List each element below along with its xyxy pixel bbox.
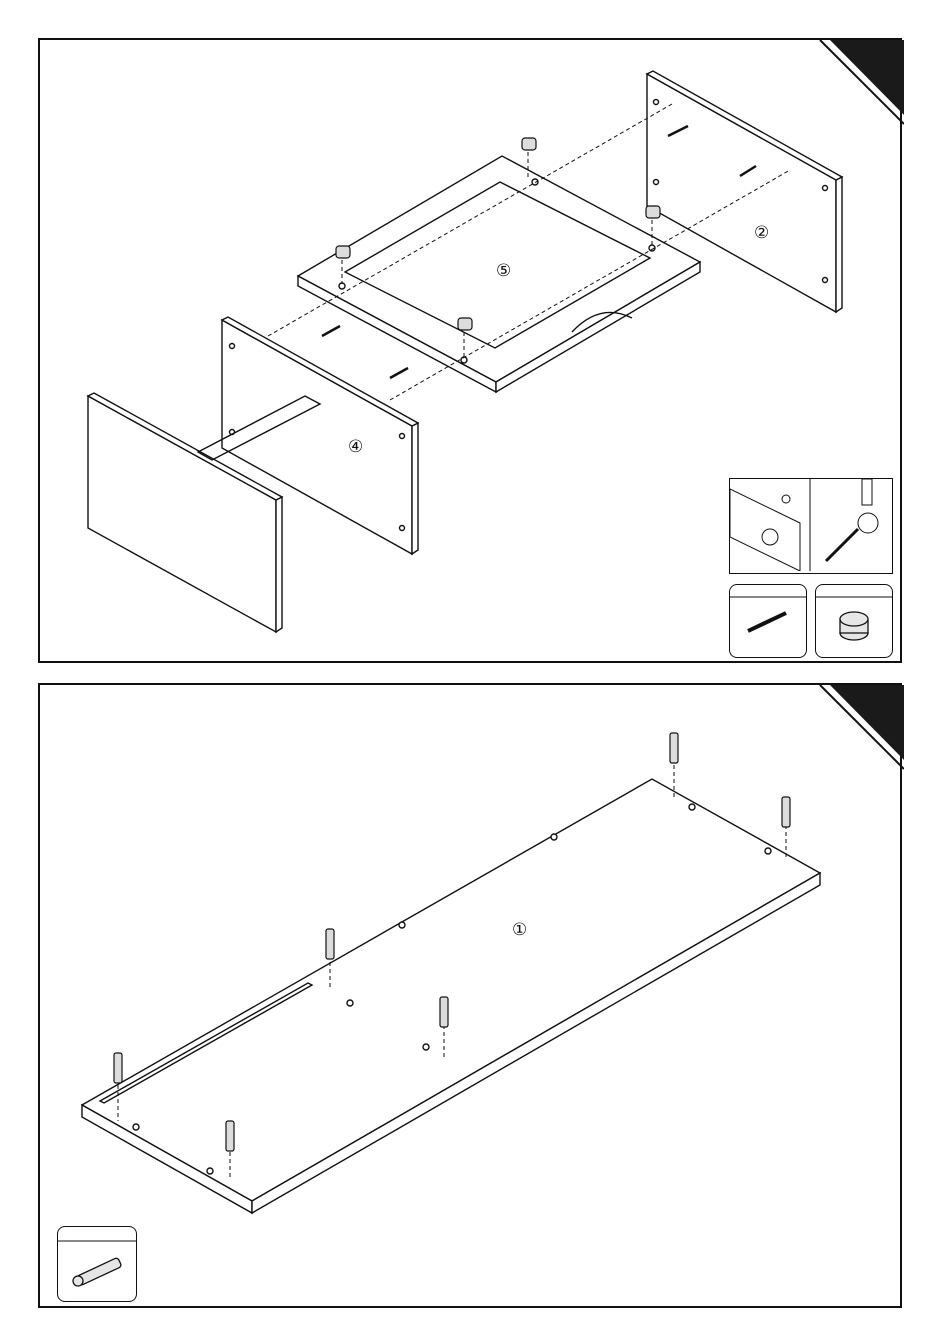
part-label-4: ④ xyxy=(348,437,363,457)
step-corner-tab xyxy=(820,40,904,124)
dowel-icon xyxy=(748,613,786,631)
detail-inset-box xyxy=(729,478,893,574)
part-label-2: ② xyxy=(754,223,769,243)
cam-lock-icon xyxy=(840,612,868,640)
cam-hardware-box xyxy=(815,584,893,658)
part-label-1: ① xyxy=(512,920,527,940)
assembly-step-panel-top: ⑤ ② ④ xyxy=(38,38,902,663)
exploded-diagram-bottom: ① xyxy=(40,685,904,1310)
cam-bolt-icon xyxy=(73,1257,122,1286)
assembly-step-panel-bottom: ① xyxy=(38,683,902,1308)
panel-1-shape xyxy=(82,779,820,1213)
dowel-hardware-box xyxy=(729,584,807,658)
cam-insert-detail-icon xyxy=(730,489,800,571)
cam-bolt-hardware-box xyxy=(57,1226,137,1302)
screwdriver-icon xyxy=(826,479,878,561)
step-corner-tab xyxy=(820,685,904,769)
part-label-5: ⑤ xyxy=(496,261,511,281)
